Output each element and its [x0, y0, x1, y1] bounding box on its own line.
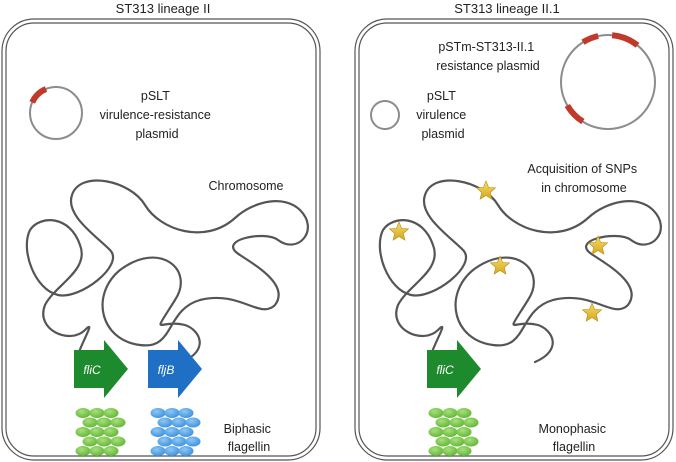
- right-flagellin-label: Monophasic flagellin: [539, 422, 610, 454]
- right-chromosome-line: [378, 179, 662, 368]
- snp-star-group: [388, 180, 609, 322]
- flagellin-subunit: [449, 436, 465, 447]
- flagellin-subunit: [150, 446, 166, 456]
- flagellin-subunit: [110, 417, 126, 428]
- flagellin-subunit: [442, 446, 458, 456]
- right-cell-outline: [354, 18, 674, 461]
- left-panel: ST313 lineage II pSLT virulence-resistan…: [1, 1, 321, 461]
- left-fljb-gene-label: fljB: [158, 363, 175, 377]
- right-resistance-plasmid-label: pSTm-ST313-II.1 resistance plasmid: [436, 40, 540, 73]
- right-flagellin-label-line-2: flagellin: [553, 440, 595, 454]
- left-plasmid-label-line-1: pSLT: [141, 89, 170, 103]
- right-green-flagellin-cluster: [428, 408, 479, 456]
- right-snp-label-line-1: Acquisition of SNPs: [527, 162, 637, 176]
- flagellin-subunit: [110, 436, 126, 447]
- flagellin-subunit: [435, 417, 451, 428]
- flagellin-subunit: [157, 417, 173, 428]
- flagellin-subunit: [89, 446, 105, 456]
- flagellin-subunit: [96, 417, 112, 428]
- flagellin-subunit: [164, 446, 180, 456]
- flagellin-subunit: [442, 408, 458, 418]
- flagellin-subunit: [428, 427, 444, 437]
- flagellin-subunit: [185, 417, 201, 428]
- flagellin-subunit: [178, 446, 194, 456]
- flagellin-subunit: [150, 427, 166, 437]
- right-panel: ST313 lineage II.1 pSTm-ST313-II.1 resis…: [354, 1, 674, 461]
- right-plasmid-label-line-3: plasmid: [421, 127, 464, 141]
- flagellin-subunit: [164, 427, 180, 437]
- left-green-flagellin-cluster: [75, 408, 126, 456]
- flagellin-subunit: [82, 436, 98, 447]
- flagellin-subunit: [150, 408, 166, 418]
- right-plasmid-label-line-1: pSLT: [427, 89, 456, 103]
- flagellin-subunit: [164, 408, 180, 418]
- right-plasmid-label: pSLT virulence plasmid: [416, 89, 470, 141]
- left-plasmid-label-line-3: plasmid: [135, 127, 178, 141]
- snp-star-icon: [581, 302, 603, 322]
- left-flagellin-label: Biphasic flagellin: [224, 422, 275, 454]
- flagellin-subunit: [428, 408, 444, 418]
- left-flagellin-label-line-1: Biphasic: [224, 422, 271, 436]
- flagellin-subunit: [435, 436, 451, 447]
- flagellin-subunit: [442, 427, 458, 437]
- flagellin-subunit: [428, 446, 444, 456]
- flagellin-subunit: [171, 417, 187, 428]
- left-chromosome-line: [25, 179, 309, 368]
- flagellin-subunit: [103, 427, 119, 437]
- flagellin-subunit: [157, 436, 173, 447]
- flagellin-subunit: [456, 427, 472, 437]
- left-cell-outline: [1, 18, 321, 461]
- flagellin-subunit: [103, 446, 119, 456]
- flagellin-subunit: [89, 427, 105, 437]
- right-flic-gene-label: fliC: [436, 363, 454, 377]
- flagellin-subunit: [89, 408, 105, 418]
- flagellin-subunit: [456, 446, 472, 456]
- flagellin-subunit: [456, 408, 472, 418]
- left-chromosome-label: Chromosome: [208, 179, 283, 193]
- right-snp-label: Acquisition of SNPs in chromosome: [527, 162, 640, 195]
- right-panel-title: ST313 lineage II.1: [454, 1, 560, 16]
- flagellin-subunit: [178, 408, 194, 418]
- flagellin-subunit: [185, 436, 201, 447]
- left-plasmid-label-line-2: virulence-resistance: [100, 108, 211, 122]
- flagellin-subunit: [463, 436, 479, 447]
- left-flic-gene-label: fliC: [83, 363, 101, 377]
- flagellin-subunit: [103, 408, 119, 418]
- flagellin-subunit: [75, 408, 91, 418]
- flagellin-subunit: [75, 427, 91, 437]
- right-snp-label-line-2: in chromosome: [541, 181, 626, 195]
- right-resistance-plasmid-label-line-2: resistance plasmid: [436, 59, 540, 73]
- right-resistance-plasmid-icon: [560, 32, 656, 130]
- right-resistance-plasmid-label-line-1: pSTm-ST313-II.1: [438, 40, 534, 54]
- left-panel-title: ST313 lineage II: [116, 1, 211, 16]
- snp-star-icon: [489, 255, 511, 275]
- right-plasmid-icon: [370, 100, 400, 130]
- left-flagellin-label-line-2: flagellin: [228, 440, 270, 454]
- snp-star-icon: [475, 180, 497, 200]
- left-blue-flagellin-cluster: [150, 408, 201, 456]
- left-flic-gene-arrow: fliC: [74, 340, 128, 398]
- left-plasmid-label: pSLT virulence-resistance plasmid: [100, 89, 215, 141]
- right-flic-gene-arrow: fliC: [427, 340, 481, 398]
- left-plasmid-icon: [29, 86, 83, 140]
- flagellin-subunit: [449, 417, 465, 428]
- right-plasmid-label-line-2: virulence: [416, 108, 466, 122]
- snp-star-icon: [388, 221, 410, 241]
- left-fljb-gene-arrow: fljB: [148, 340, 202, 398]
- flagellin-subunit: [178, 427, 194, 437]
- flagellin-subunit: [96, 436, 112, 447]
- flagellin-subunit: [82, 417, 98, 428]
- right-flagellin-label-line-1: Monophasic: [539, 422, 606, 436]
- flagellin-subunit: [171, 436, 187, 447]
- flagellin-subunit: [75, 446, 91, 456]
- flagellin-subunit: [463, 417, 479, 428]
- snp-star-icon: [587, 235, 609, 255]
